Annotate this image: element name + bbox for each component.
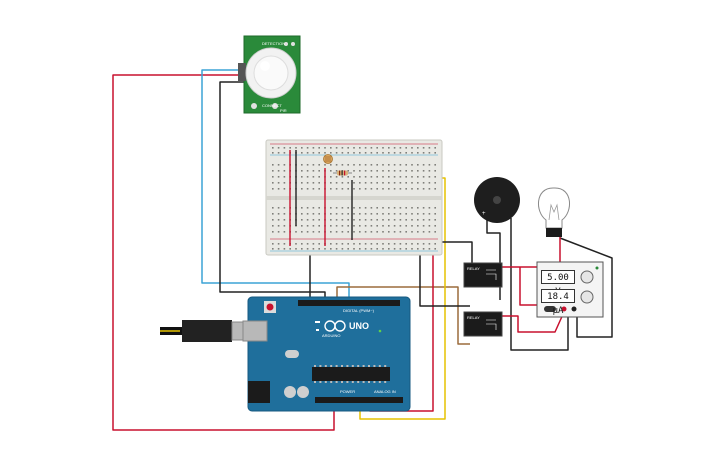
relay-2[interactable] (463, 311, 503, 337)
pir-pot-1[interactable] (284, 42, 288, 46)
photoresistor[interactable] (323, 154, 333, 164)
pir-label-bottom: CONNECT (262, 103, 282, 108)
arduino-logo-icon (324, 320, 346, 332)
relay-2-label: RELAY (467, 315, 480, 320)
light-bulb[interactable] (538, 187, 570, 237)
arduino-uno[interactable] (242, 296, 411, 412)
psu-switch[interactable] (544, 306, 556, 312)
power-analog-header[interactable] (315, 397, 403, 403)
wire-black-lamp[interactable] (510, 218, 569, 351)
wire-red-psu-relay[interactable] (519, 267, 541, 306)
breadboard-holes (272, 147, 436, 250)
psu-current-readout: 18.4 µA (541, 289, 575, 316)
chip-pins (314, 365, 387, 383)
pir-sensor[interactable] (238, 35, 301, 114)
wire-red-relay2[interactable] (502, 311, 565, 333)
wire-black-buzzer[interactable] (486, 218, 501, 300)
arduino-analog-header-label: ANALOG IN (374, 389, 396, 394)
arduino-digital-header-label: DIGITAL (PWM~) (343, 308, 374, 313)
wire-black-relay-chain[interactable] (419, 250, 470, 307)
svg-text:+: + (482, 211, 486, 217)
wire-brown-relay2[interactable] (336, 286, 470, 345)
wire-black-relay1[interactable] (430, 241, 473, 268)
arduino-usb-port (242, 320, 268, 342)
pir-label-side: PIR (280, 108, 287, 113)
wire-black-psu[interactable] (559, 237, 613, 338)
pir-label-top: DETECTION (262, 41, 286, 46)
pir-pot-2[interactable] (291, 42, 295, 46)
atmega-chip (312, 367, 390, 381)
resistor[interactable] (333, 170, 352, 176)
arduino-power-jack (248, 381, 270, 403)
current-knob[interactable] (580, 290, 594, 304)
wire-red-pir-vcc[interactable] (112, 74, 335, 431)
relay-1-label: RELAY (467, 266, 480, 271)
breadboard[interactable] (265, 139, 443, 256)
arduino-brand-label: ARDUINO (322, 333, 341, 338)
digital-header[interactable] (298, 300, 400, 306)
voltage-knob[interactable] (580, 270, 594, 284)
piezo-buzzer[interactable]: + (474, 177, 520, 223)
wire-black-pir-gnd[interactable] (219, 81, 326, 300)
arduino-model-label: UNO (349, 321, 369, 331)
psu-voltage-readout: 5.00 V (541, 270, 575, 297)
arduino-power-header-label: POWER (340, 389, 356, 394)
relay-1[interactable] (463, 262, 503, 288)
wire-blue-pir-signal[interactable] (201, 69, 350, 298)
